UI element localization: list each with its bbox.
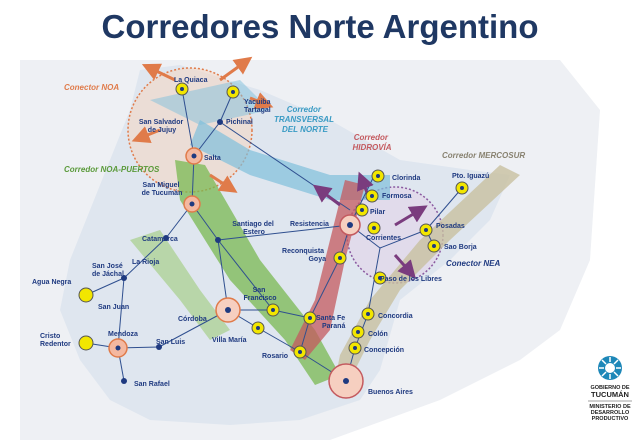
corredor-transversal-band: [190, 120, 390, 200]
tucuman-government-logo: GOBIERNO DE TUCUMÁN MINISTERIO DE DESARR…: [588, 356, 632, 422]
city-label-san-luis: San Luis: [156, 339, 185, 346]
node-cristo: [78, 335, 94, 351]
city-label-agua-negra: Agua Negra: [32, 279, 71, 286]
label-corredor-hidrovia: Corredor HIDROVÍA: [352, 133, 391, 152]
logo-line-1: GOBIERNO DE: [590, 385, 629, 391]
city-label-salta: Salta: [204, 155, 221, 162]
logo-line-5: PRODUCTIVO: [592, 416, 629, 422]
city-labels: La Quiaca Yacuiba Tartagal Pichinal San …: [32, 77, 489, 396]
city-label-sao-borja: Sao Borja: [444, 244, 477, 251]
city-label-villa-maria: Villa María: [212, 337, 247, 344]
sun-emblem-icon: [598, 356, 622, 380]
city-label-yacuiba: Yacuiba Tartagal: [244, 99, 272, 114]
small-nodes: [121, 119, 223, 384]
corridor-arrows: [131, 56, 428, 279]
city-label-posadas: Posadas: [436, 223, 465, 230]
city-label-santiago: Santiago del Estero: [232, 221, 276, 236]
city-label-san-francisco: San Francisco: [243, 287, 276, 302]
label-corredor-noa-puertos: Corredor NOA-PUERTOS: [64, 165, 160, 174]
page-title: Corredores Norte Argentino: [101, 8, 539, 45]
corredor-noa-puertos-band: [175, 160, 340, 385]
city-label-cordoba: Córdoba: [178, 316, 207, 323]
city-label-reconquista: Reconquista Goya: [282, 248, 326, 263]
city-label-mendoza: Mendoza: [108, 331, 138, 338]
city-label-concepcion: Concepción: [364, 347, 404, 354]
city-label-pichinal: Pichinal: [226, 119, 253, 126]
city-label-buenos-aires: Buenos Aires: [368, 389, 413, 396]
city-label-santa-fe: Santa Fe Paraná: [316, 315, 347, 330]
city-label-la-rioja: La Rioja: [132, 259, 159, 266]
city-label-tucuman: San Miguel de Tucumán: [142, 182, 183, 197]
hub-nodes: [108, 147, 364, 399]
logo-line-2: TUCUMÁN: [591, 390, 629, 399]
corredor-mercosur-band: [335, 165, 520, 380]
city-label-jujuy: San Salvador de Jujuy: [139, 119, 185, 134]
city-label-san-rafael: San Rafael: [134, 381, 170, 388]
corredor-transversal-band-upper: [150, 80, 270, 125]
city-label-catamarca: Catamarca: [142, 236, 178, 243]
city-label-la-quiaca: La Quiaca: [174, 77, 208, 84]
city-label-corrientes: Corrientes: [366, 235, 401, 242]
node-agua-negra: [78, 287, 94, 303]
logo-line-3: MINISTERIO DE: [589, 404, 631, 410]
logo-line-4: DESARROLLO: [591, 410, 630, 416]
label-corredor-transversal: Corredor TRANSVERSAL DEL NORTE: [274, 105, 336, 134]
city-label-cristo: Cristo Redentor: [40, 333, 71, 348]
city-label-colon: Colón: [368, 331, 388, 338]
city-label-pilar: Pilar: [370, 209, 385, 216]
yellow-nodes: [78, 82, 469, 359]
corredor-noa-puertos-band-west: [130, 230, 230, 340]
city-label-formosa: Formosa: [382, 193, 412, 200]
label-conector-noa: Conector NOA: [64, 83, 119, 92]
city-label-clorinda: Clorinda: [392, 175, 420, 182]
label-conector-nea: Conector NEA: [446, 259, 500, 268]
city-label-paso-libres: Paso de los Libres: [380, 276, 442, 283]
city-label-jachal: San José de Jáchal: [92, 263, 125, 278]
city-label-concordia: Concordia: [378, 313, 413, 320]
label-corredor-mercosur: Corredor MERCOSUR: [442, 151, 525, 160]
city-label-resistencia: Resistencia: [290, 221, 329, 228]
city-label-rosario: Rosario: [262, 353, 288, 360]
city-label-iguazu: Pto. Iguazú: [452, 173, 489, 180]
city-label-san-juan: San Juan: [98, 304, 129, 311]
